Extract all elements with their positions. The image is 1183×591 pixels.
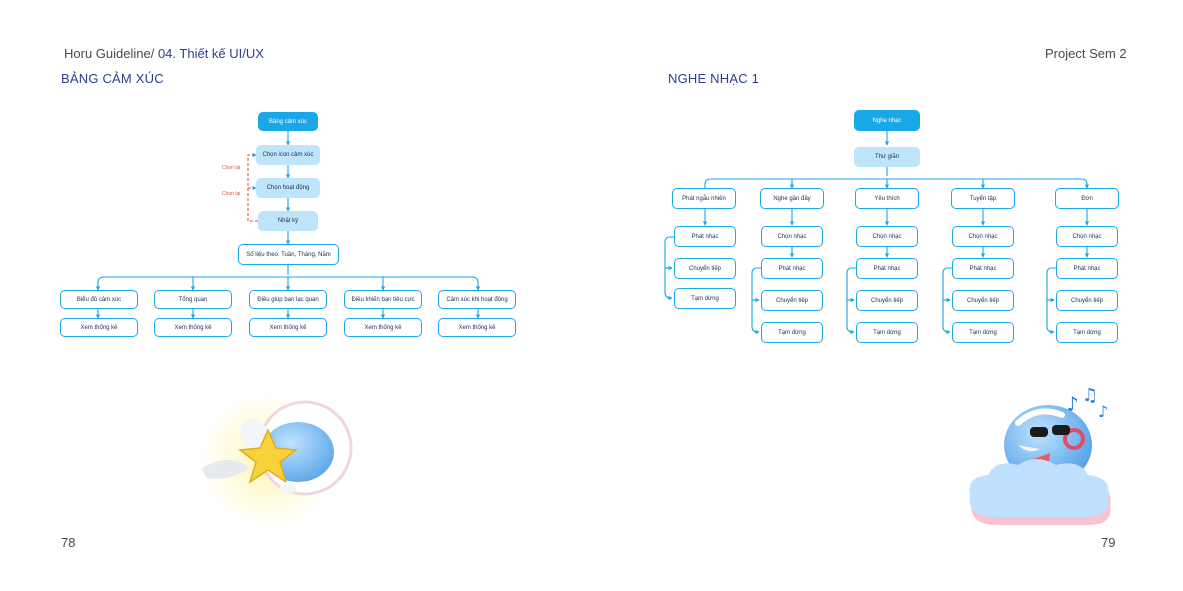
node-view-stats: Xem thống kê xyxy=(438,318,516,337)
node-pause: Tạm dừng xyxy=(761,322,823,343)
node-col-collection: Tuyển tập xyxy=(951,188,1015,209)
node-choose-activity: Chọn hoạt động xyxy=(256,178,320,198)
node-play: Phát nhạc xyxy=(1056,258,1118,279)
node-branch-activity-emotion: Cảm xúc khi hoạt động xyxy=(438,290,516,309)
node-play: Phát nhạc xyxy=(674,226,736,247)
header-right: Project Sem 2 xyxy=(1045,46,1127,61)
node-root-emotion-board: Bảng cảm xúc xyxy=(258,112,318,131)
section-title-left: BẢNG CẢM XÚC xyxy=(61,71,164,86)
node-play: Phát nhạc xyxy=(952,258,1014,279)
node-next: Chuyển tiếp xyxy=(952,290,1014,311)
node-col-shuffle: Phát ngẫu nhiên xyxy=(672,188,736,209)
music-notes-icon: ♫ xyxy=(1082,385,1098,406)
note-redo-2: Chọn lại xyxy=(222,191,241,197)
node-choose-song: Chọn nhạc xyxy=(952,226,1014,247)
node-choose-song: Chọn nhạc xyxy=(856,226,918,247)
node-diary: Nhật ký xyxy=(258,211,318,231)
node-col-single: Đơn xyxy=(1055,188,1119,209)
node-choose-song: Chọn nhạc xyxy=(761,226,823,247)
section-title-right: NGHE NHẠC 1 xyxy=(668,71,760,86)
node-relax: Thư giãn xyxy=(854,147,920,167)
node-pause: Tạm dừng xyxy=(674,288,736,309)
node-play: Phát nhạc xyxy=(856,258,918,279)
node-choose-song: Chọn nhạc xyxy=(1056,226,1118,247)
node-next: Chuyển tiếp xyxy=(674,258,736,279)
node-view-stats: Xem thống kê xyxy=(344,318,422,337)
header-guideline: Horu Guideline/ xyxy=(64,46,158,61)
node-branch-optimism: Điều giúp bạn lạc quan xyxy=(249,290,327,309)
header-chapter: 04. Thiết kế UI/UX xyxy=(157,46,264,61)
node-view-stats: Xem thống kê xyxy=(60,318,138,337)
mascot-music-illustration: ♪ ♫ ♪ xyxy=(969,385,1111,525)
node-branch-negativity: Điều khiến bạn tiêu cực xyxy=(344,290,422,309)
node-view-stats: Xem thống kê xyxy=(154,318,232,337)
mascot-sleeping-illustration xyxy=(200,392,353,528)
node-branch-emotion-chart: Biểu đồ cảm xúc xyxy=(60,290,138,309)
node-pause: Tạm dừng xyxy=(952,322,1014,343)
node-root-listen-music: Nghe nhạc xyxy=(854,110,920,131)
node-pause: Tạm dừng xyxy=(856,322,918,343)
page-number-right: 79 xyxy=(1101,535,1116,550)
note-redo-1: Chọn lại xyxy=(222,165,241,171)
node-stats-period: Số liệu theo: Tuần, Tháng, Năm xyxy=(238,244,339,265)
node-branch-overview: Tổng quan xyxy=(154,290,232,309)
node-next: Chuyển tiếp xyxy=(1056,290,1118,311)
node-col-favorite: Yêu thích xyxy=(855,188,919,209)
node-play: Phát nhạc xyxy=(761,258,823,279)
music-note-icon: ♪ xyxy=(1098,402,1108,421)
header-left: Horu Guideline/ 04. Thiết kế UI/UX xyxy=(64,46,264,61)
node-choose-emotion-icon: Chọn icon cảm xúc xyxy=(256,145,320,165)
node-view-stats: Xem thống kê xyxy=(249,318,327,337)
page-number-left: 78 xyxy=(61,535,76,550)
node-next: Chuyển tiếp xyxy=(761,290,823,311)
node-pause: Tạm dừng xyxy=(1056,322,1118,343)
node-col-recent: Nghe gần đây xyxy=(760,188,824,209)
node-next: Chuyển tiếp xyxy=(856,290,918,311)
